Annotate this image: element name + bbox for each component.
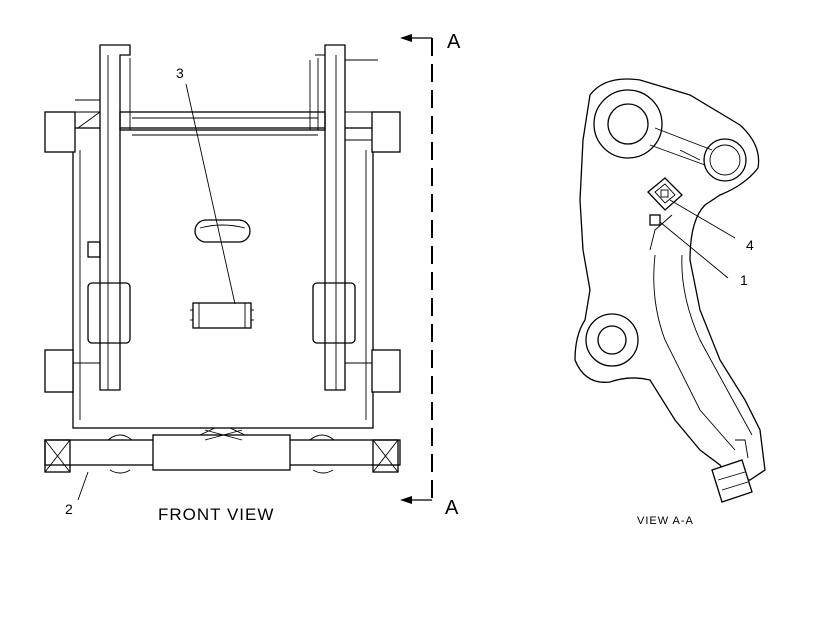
callout-1: 1: [740, 272, 748, 288]
callout-2: 2: [65, 501, 73, 517]
front-view-drawing: [44, 34, 433, 504]
section-view-drawing: [574, 78, 766, 503]
section-marker-top: A: [447, 31, 461, 53]
callout-4: 4: [746, 237, 754, 253]
section-view-caption: VIEW A-A: [637, 515, 694, 527]
front-view-caption: FRONT VIEW: [158, 505, 274, 524]
callout-3: 3: [176, 65, 184, 81]
section-marker-bottom: A: [445, 497, 459, 519]
